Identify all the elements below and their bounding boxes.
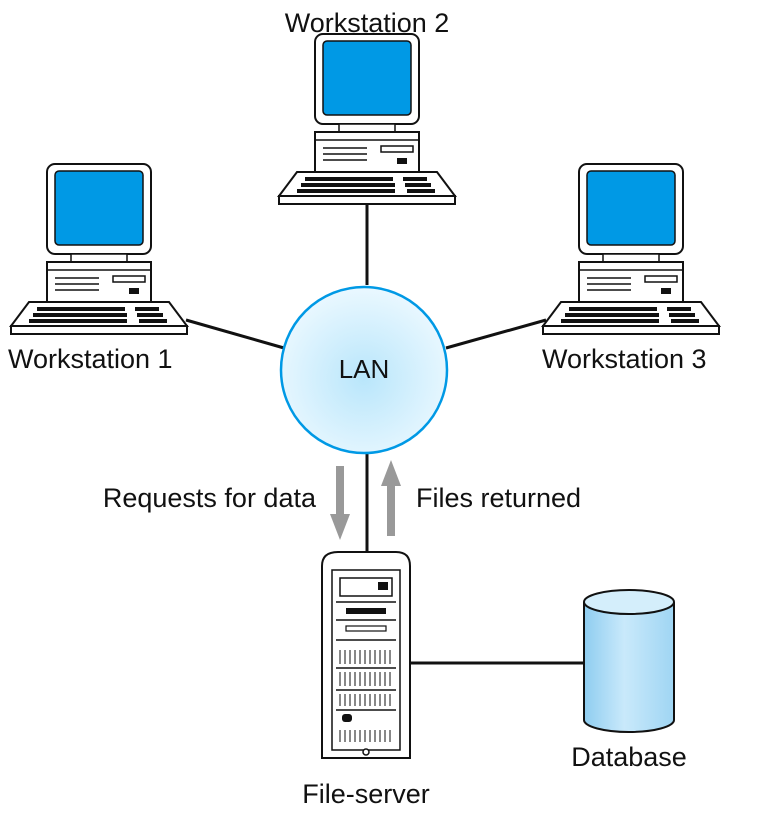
link-ws3-lan <box>445 318 547 350</box>
file-server-label: File-server <box>302 779 430 809</box>
workstation-1-icon <box>10 163 188 335</box>
server-tower-icon <box>321 551 411 759</box>
files-returned-label: Files returned <box>416 483 581 513</box>
down-arrow-icon <box>330 466 350 540</box>
requests-label: Requests for data <box>103 483 317 513</box>
lan-hub: LAN <box>279 285 449 455</box>
link-ws1-lan <box>185 318 285 350</box>
workstation-3-label: Workstation 3 <box>542 344 707 374</box>
database-label: Database <box>571 742 687 772</box>
database-cylinder-icon <box>583 589 675 733</box>
workstation-2-icon <box>278 33 456 205</box>
up-arrow-icon <box>381 460 401 536</box>
workstation-3-icon <box>542 163 720 335</box>
lan-label: LAN <box>339 354 390 384</box>
connection-lines <box>185 200 584 665</box>
workstation-1-label: Workstation 1 <box>8 344 173 374</box>
workstation-2-label: Workstation 2 <box>285 8 450 38</box>
